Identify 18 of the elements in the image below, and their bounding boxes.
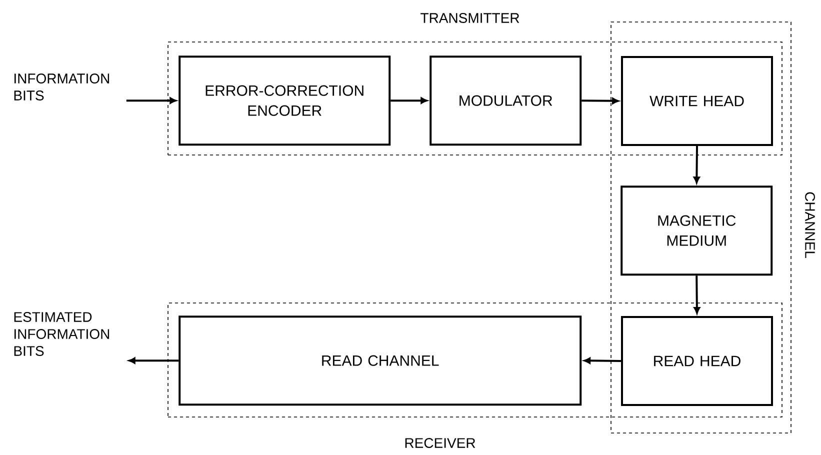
signal-label: INFORMATION BITS [14, 74, 110, 100]
process-box: WRITE HEAD [621, 56, 773, 146]
arrow [390, 97, 428, 104]
section-label: RECEIVER [405, 438, 476, 448]
process-box: READ HEAD [621, 316, 773, 406]
section-label: TRANSMITTER [420, 13, 520, 23]
arrow [582, 98, 619, 104]
process-box: MODULATOR [430, 56, 582, 146]
arrow [584, 358, 622, 364]
arrow [126, 97, 176, 104]
section-label: CHANNEL [805, 192, 815, 258]
process-box: MAGNETIC MEDIUM [620, 186, 773, 276]
process-box: ERROR-CORRECTION ENCODER [178, 56, 391, 146]
arrow [128, 357, 179, 364]
process-box: READ CHANNEL [178, 316, 582, 406]
arrow [694, 146, 700, 184]
signal-label: ESTIMATED INFORMATION BITS [14, 312, 110, 356]
arrow [694, 276, 700, 314]
